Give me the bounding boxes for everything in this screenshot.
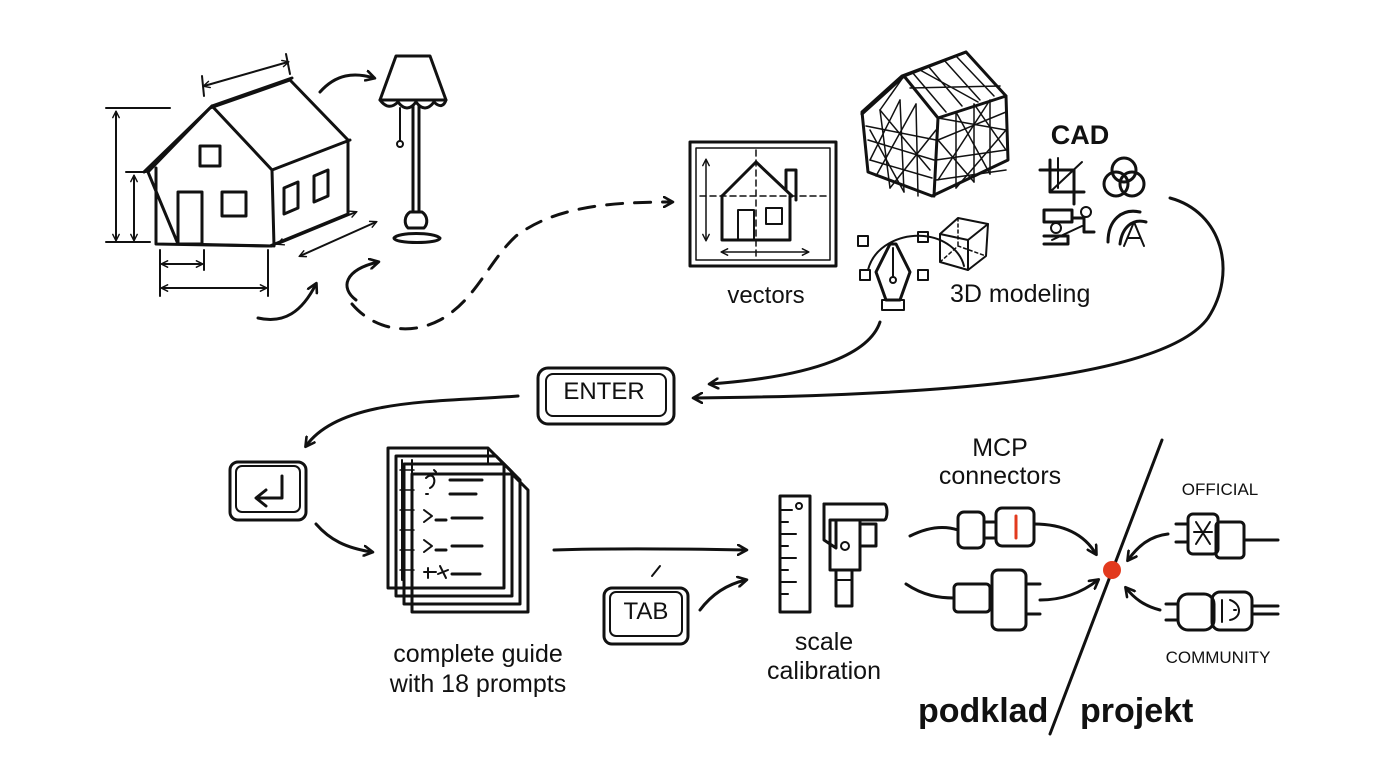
cad-label: CAD bbox=[1050, 120, 1110, 150]
arrow-curl-right bbox=[345, 262, 378, 302]
blueprint-vector-icon bbox=[688, 140, 838, 268]
ruler-icon[interactable] bbox=[778, 494, 812, 614]
arrow-modeling-to-enter bbox=[710, 320, 882, 384]
node-icon bbox=[1042, 206, 1096, 246]
cube-icon bbox=[939, 217, 989, 271]
official-label: OFFICIAL bbox=[1181, 480, 1259, 499]
arrow-curl-left bbox=[256, 284, 316, 321]
arrow-dashed-to-vectors bbox=[350, 202, 672, 331]
plug-icon[interactable] bbox=[1128, 512, 1280, 560]
caliper-icon[interactable] bbox=[822, 502, 889, 608]
projekt-label: projekt bbox=[1080, 692, 1194, 730]
plug-icon[interactable] bbox=[908, 506, 1096, 554]
arrow-cad-to-enter bbox=[694, 196, 1225, 398]
document-stack-icon[interactable] bbox=[386, 446, 530, 614]
venn-icon bbox=[1102, 156, 1146, 198]
house-sketch-icon bbox=[105, 53, 376, 297]
crop-icon bbox=[1038, 157, 1086, 206]
guide-label-line1: complete guide bbox=[393, 640, 563, 668]
tab-key-label[interactable]: TAB bbox=[623, 598, 669, 625]
vectors-label: vectors bbox=[727, 282, 805, 309]
mcp-label-line2: connectors bbox=[938, 462, 1062, 490]
wireframe-house-icon bbox=[860, 50, 1010, 198]
arrow-return-to-guide bbox=[314, 522, 372, 552]
accent-dot bbox=[1103, 561, 1121, 579]
return-key-icon[interactable] bbox=[228, 460, 308, 522]
floor-lamp-icon bbox=[378, 54, 448, 244]
pen-tool-icon bbox=[857, 231, 965, 311]
guide-label-line2: with 18 prompts bbox=[389, 670, 567, 698]
arrow-tab-to-scale bbox=[698, 580, 746, 612]
podklad-projekt-divider bbox=[1048, 438, 1164, 736]
scale-label-line2: calibration bbox=[767, 657, 881, 685]
podklad-label: podklad bbox=[918, 692, 1049, 730]
community-label: COMMUNITY bbox=[1165, 648, 1271, 667]
arrow-enter-to-return bbox=[306, 394, 520, 446]
plug-icon[interactable] bbox=[904, 568, 1098, 632]
tab-key-icon[interactable] bbox=[602, 565, 690, 646]
modeling-3d-label: 3D modeling bbox=[950, 280, 1091, 308]
arrow-guide-to-scale bbox=[552, 549, 746, 550]
enter-key-icon[interactable] bbox=[536, 366, 676, 426]
enter-key-label[interactable]: ENTER bbox=[563, 378, 645, 405]
plug-icon[interactable] bbox=[1126, 588, 1280, 632]
arrow-house-to-lamp bbox=[318, 75, 374, 94]
font-icon bbox=[1106, 209, 1148, 247]
scale-label-line1: scale bbox=[794, 628, 854, 656]
mcp-label-line1: MCP bbox=[972, 434, 1028, 462]
